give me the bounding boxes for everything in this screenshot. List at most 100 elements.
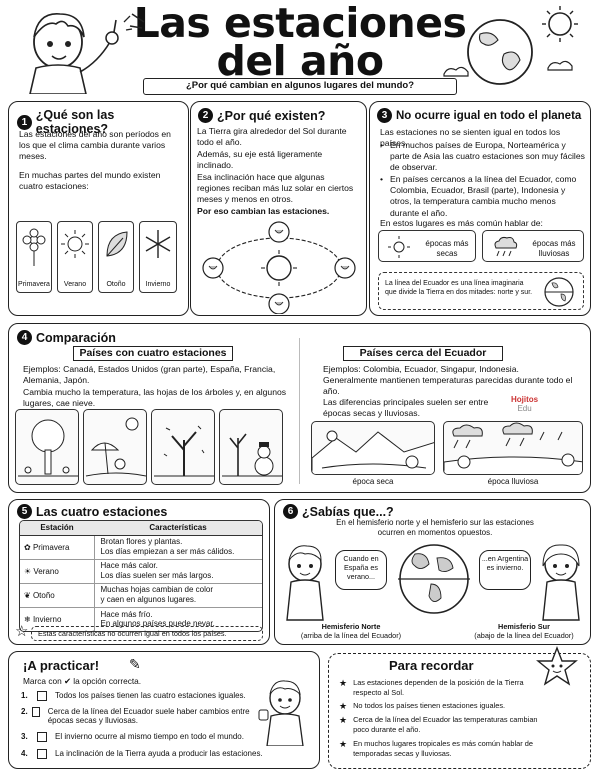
section-4-heading: 4 Comparación — [17, 330, 116, 345]
remember-item-text: Cerca de la línea del Ecuador las temper… — [353, 715, 538, 734]
practice-item-3: 3. El invierno ocurre al mismo tiempo en… — [21, 732, 253, 742]
section-3-number: 3 — [377, 108, 392, 123]
dry-season-box: épocas más secas — [378, 230, 476, 262]
practice-item-text: El invierno ocurre al mismo tiempo en to… — [55, 732, 244, 741]
section-remember: Para recordar ★ Las estaciones dependen … — [328, 646, 591, 769]
practice-item-number: 4. — [21, 749, 28, 758]
practice-item-1: 1. Todos los países tienen las cuatro es… — [21, 691, 253, 701]
season-card-autumn-label: Otoño — [106, 281, 126, 288]
scene-autumn — [151, 409, 215, 485]
section-not-the-same-everywhere: 3 No ocurre igual en todo el planeta Las… — [369, 101, 591, 316]
equator-note-text: La línea del Ecuador es una línea imagin… — [385, 280, 533, 297]
remember-item: ★ No todos los países tienen estaciones … — [339, 701, 579, 713]
practice-instruction: Marca con ✔ la opción correcta. — [23, 676, 142, 686]
four-seasons-examples: Ejemplos: Canadá, Estados Unidos (gran p… — [23, 364, 276, 386]
snowflake-icon — [145, 230, 171, 258]
scene-summer — [83, 409, 147, 485]
scene-winter — [219, 409, 283, 485]
remember-title: Para recordar — [389, 658, 474, 673]
characteristic-line: Los días suelen ser más largos. — [100, 571, 214, 580]
section-1-heading: 1 ¿Qué son las estaciones? — [17, 108, 188, 136]
equator-countries-tag: Países cerca del Ecuador — [343, 346, 503, 361]
practice-checkbox[interactable] — [37, 749, 47, 759]
season-card-winter: Invierno — [139, 221, 177, 293]
snowflake-icon: ❄ — [24, 614, 31, 624]
section-3-title: No ocurre igual en todo el planeta — [396, 109, 582, 122]
practice-item-number: 1. — [21, 691, 28, 700]
characteristic-line: y caen en algunos lugares. — [100, 595, 197, 604]
south-hemisphere-label: Hemisferio Sur (abajo de la línea del Ec… — [463, 622, 585, 640]
north-hemisphere-subtitle: (arriba de la línea del Ecuador) — [300, 631, 402, 641]
north-hemisphere-label: Hemisferio Norte (arriba de la línea del… — [291, 622, 411, 640]
watermark-line-1: Hojitos — [511, 395, 539, 404]
table-header-season: Estación — [20, 521, 94, 536]
star-character-icon — [536, 646, 578, 686]
section-1-paragraph-1: Las estaciones del año son períodos en l… — [19, 129, 171, 162]
dry-season-caption: época seca — [352, 477, 394, 486]
star-icon: ☆ — [15, 623, 29, 640]
remember-item: ★ En muchos lugares tropicales es más co… — [339, 739, 554, 758]
table-header-characteristics: Características — [94, 521, 262, 536]
comparison-divider — [299, 338, 300, 484]
section-what-are-seasons: 1 ¿Qué son las estaciones? Las estacione… — [8, 101, 189, 316]
practice-item-number: 2. — [21, 707, 28, 716]
practice-item-4: 4. La inclinación de la Tierra ayuda a p… — [21, 749, 321, 759]
equator-countries-description: Generalmente mantienen temperaturas pare… — [323, 375, 573, 397]
table-cell-season: ✿ Primavera — [20, 534, 95, 559]
season-card-summer-label: Verano — [63, 281, 87, 288]
section-3-common: En estos lugares es más común hablar de: — [380, 218, 543, 228]
equator-countries-differences: Las diferencias principales suelen ser e… — [323, 397, 489, 419]
globe-equator-icon — [544, 277, 574, 307]
table-note: Estas características no ocurren igual e… — [31, 626, 263, 641]
table-cell-characteristics: Hace más calor.Los días suelen ser más l… — [94, 558, 262, 583]
season-card-summer: Verano — [57, 221, 93, 293]
four-seasons-tag: Países con cuatro estaciones — [73, 346, 233, 361]
section-5-title: Las cuatro estaciones — [36, 504, 168, 519]
table-cell-season-name: Invierno — [32, 614, 62, 624]
practice-title: ¡A practicar! — [23, 658, 100, 673]
rainy-season-caption: época lluviosa — [487, 477, 539, 486]
section-2-heading: 2 ¿Por qué existen? — [198, 108, 325, 123]
flower-icon — [22, 228, 46, 266]
speech-bubble-spain: Cuando en España es verano... — [335, 550, 387, 590]
section-3-bullet-2: • En países cercanos a la línea del Ecua… — [380, 174, 585, 219]
table-cell-season-name: Verano — [33, 566, 59, 576]
page-title-line-2: del año — [216, 37, 384, 85]
season-card-spring-label: Primavera — [18, 281, 50, 288]
practice-checkbox[interactable] — [37, 691, 47, 701]
section-4-title: Comparación — [36, 330, 116, 345]
autumn-tree-icon — [154, 425, 214, 477]
section-3-bullet-2-text: En países cercanos a la línea del Ecuado… — [390, 174, 577, 218]
flower-icon: ✿ — [24, 542, 31, 552]
did-you-know-text: En el hemisferio norte y el hemisferio s… — [336, 518, 534, 537]
practice-item-text: Cerca de la línea del Ecuador suele habe… — [47, 707, 250, 725]
section-1-number: 1 — [17, 114, 32, 130]
globe-hemispheres-illustration — [398, 544, 470, 614]
table-cell-season-name: Primavera — [32, 542, 70, 552]
table-row: ☀ Verano Hace más calor.Los días suelen … — [20, 558, 262, 583]
section-5-number: 5 — [17, 504, 32, 519]
rain-cloud-icon — [494, 236, 518, 257]
table-row: ✿ Primavera Brotan flores y plantas.Los … — [20, 534, 262, 559]
spring-tree-icon — [18, 419, 78, 477]
season-card-autumn: Otoño — [98, 221, 134, 293]
south-hemisphere-subtitle: (abajo de la línea del Ecuador) — [474, 631, 574, 641]
seasons-table: Estación Características ✿ Primavera Bro… — [19, 520, 263, 632]
north-hemisphere-title: Hemisferio Norte — [321, 622, 381, 631]
sun-ray-lines — [129, 13, 145, 29]
season-card-spring: Primavera — [16, 221, 52, 293]
characteristic-line: En algunos países puede nevar. — [100, 619, 215, 629]
practice-checkbox[interactable] — [32, 707, 40, 717]
header: Las estaciones del año ¿Por qué cambian … — [0, 0, 600, 100]
rainy-season-label: épocas más lluviosas — [532, 239, 576, 258]
characteristic-line: Hace más frío. — [100, 609, 153, 619]
dry-landscape-icon — [312, 430, 434, 474]
practice-item-text: La inclinación de la Tierra ayuda a prod… — [55, 749, 263, 758]
season-card-winter-label: Invierno — [145, 281, 171, 288]
section-4-number: 4 — [17, 330, 32, 345]
characteristic-line: Los días empiezan a ser más cálidos. — [100, 547, 235, 556]
section-3-intro: Las estaciones no se sienten igual en to… — [380, 127, 561, 149]
practice-checkbox[interactable] — [37, 732, 47, 742]
